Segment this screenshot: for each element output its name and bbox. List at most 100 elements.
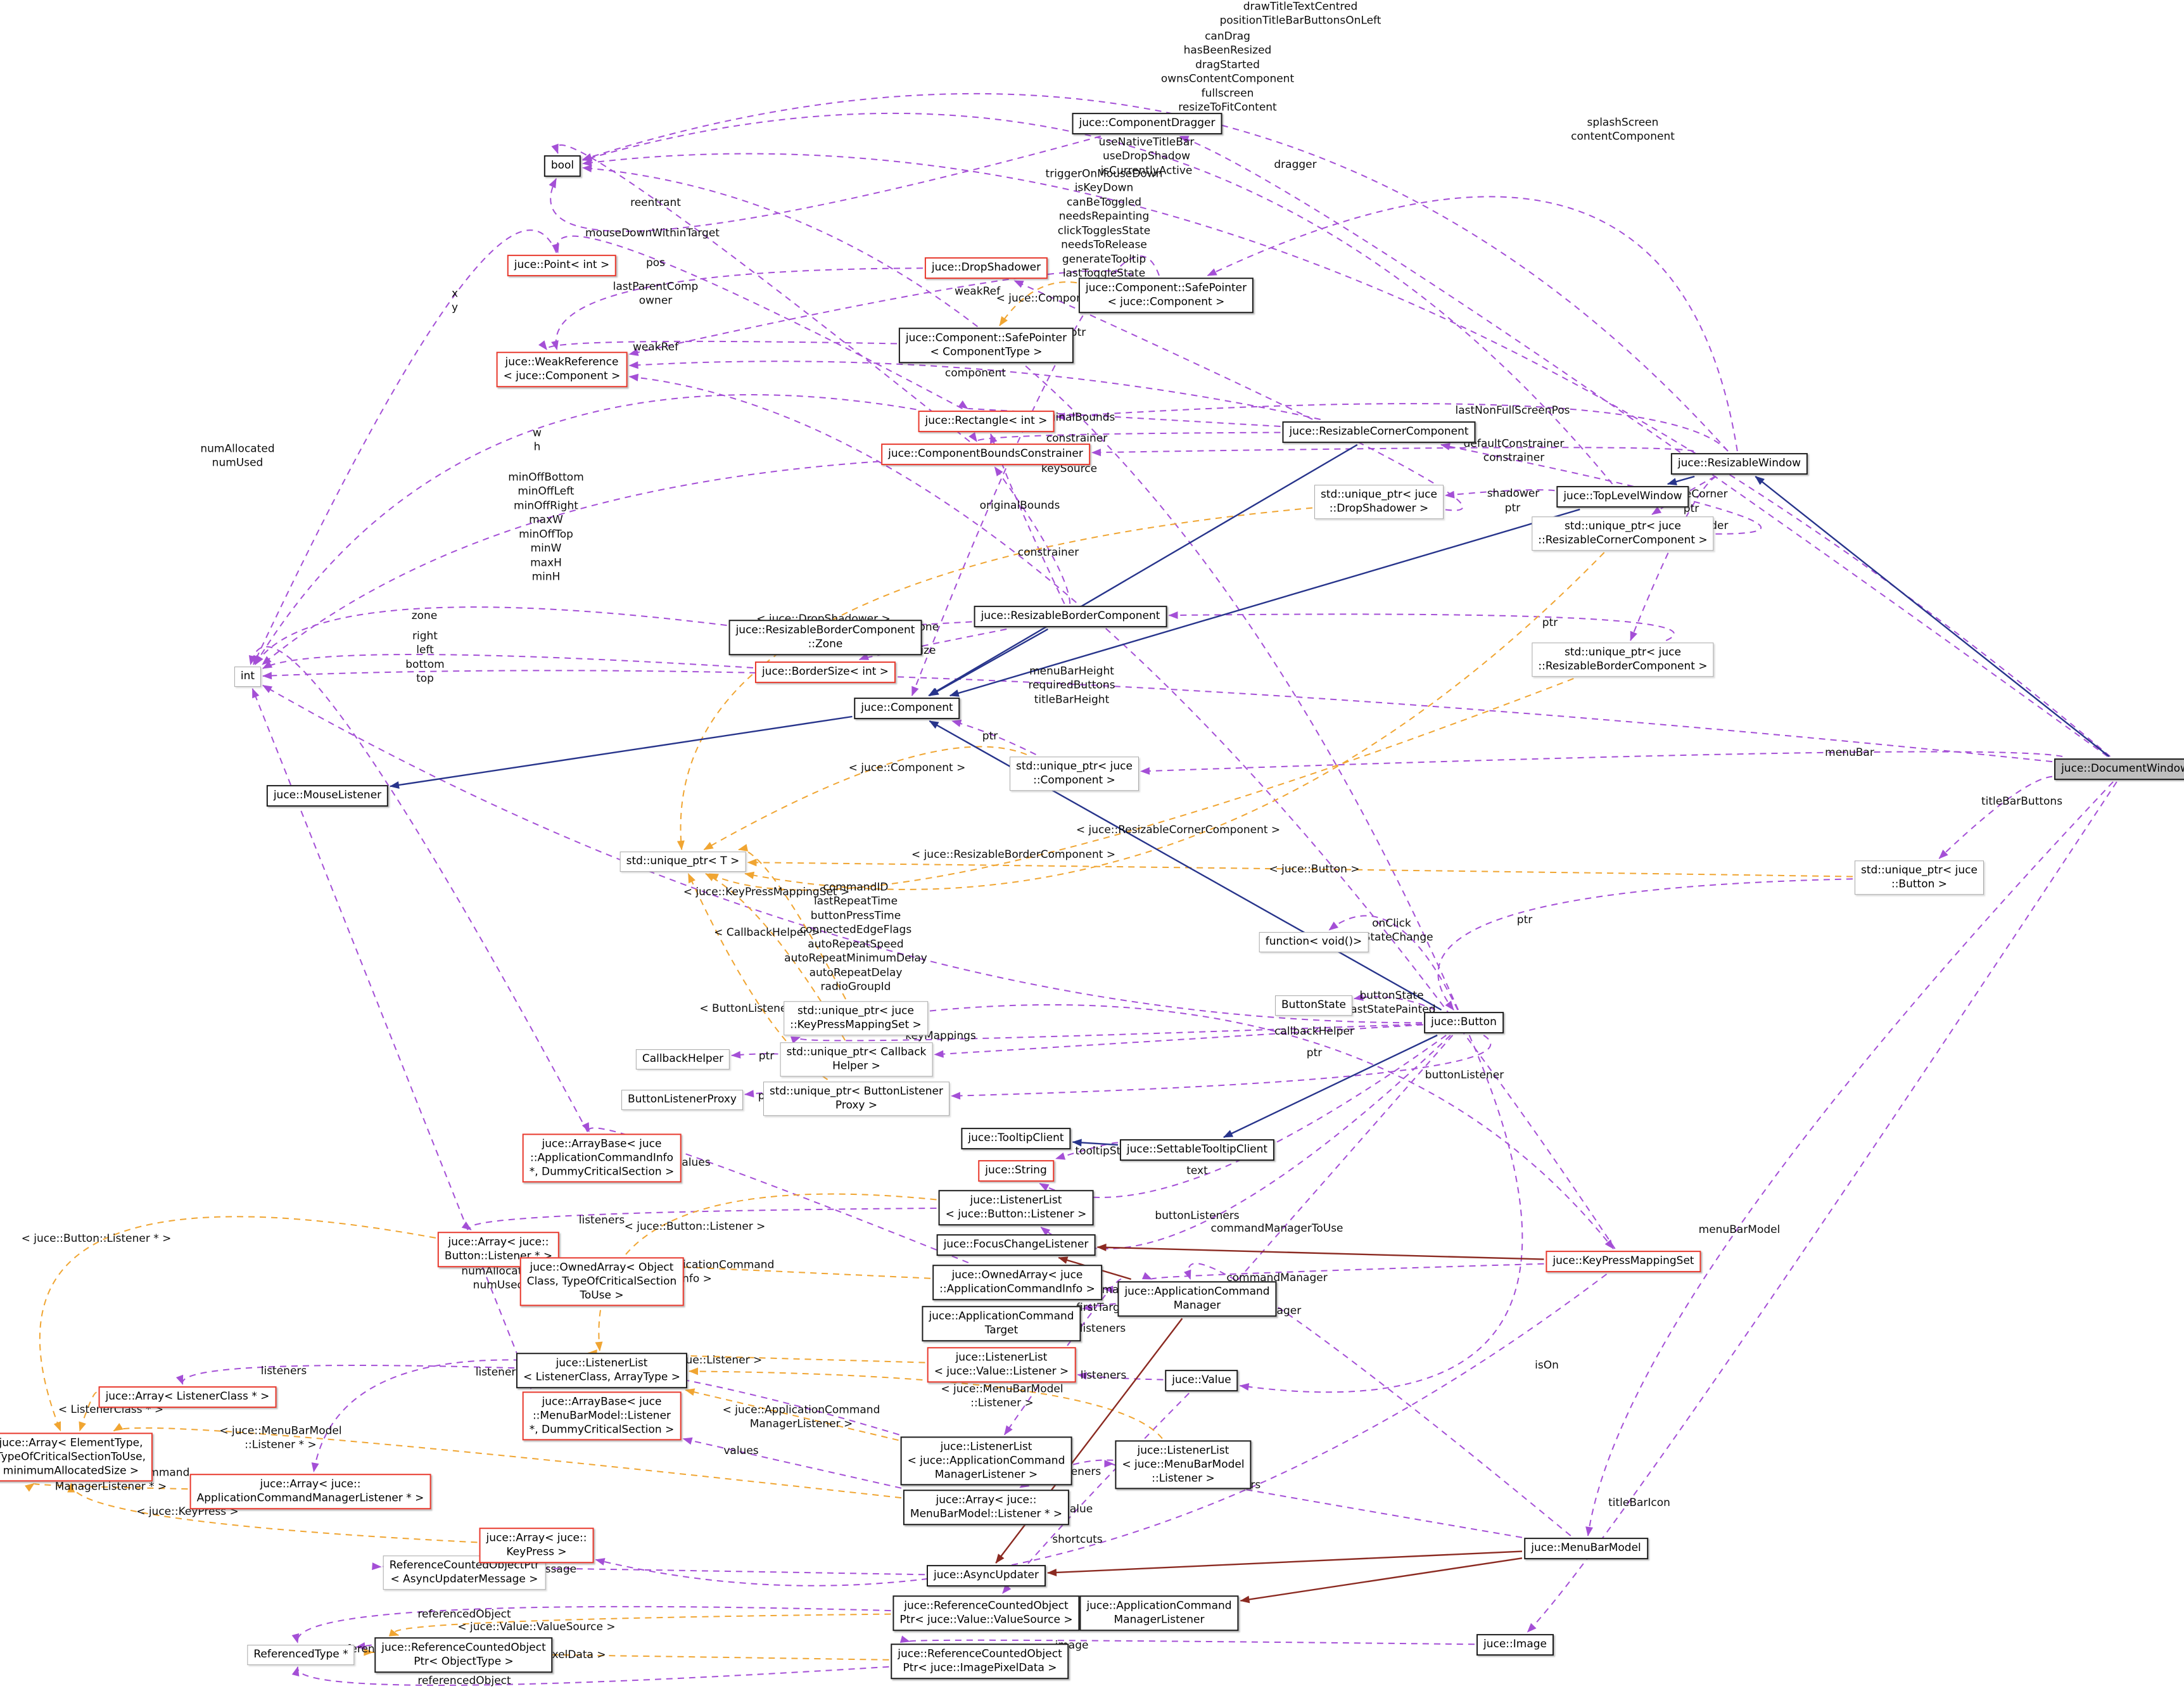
class-node-resizable_corner[interactable]: juce::ResizableCornerComponent: [1282, 421, 1476, 443]
class-node-component[interactable]: juce::Component: [854, 698, 960, 719]
class-node-ll_acml[interactable]: juce::ListenerList < juce::ApplicationCo…: [900, 1436, 1072, 1486]
edge-label: defaultConstrainer constrainer: [1463, 437, 1565, 464]
class-node-uptr_button[interactable]: std::unique_ptr< juce ::Button >: [1855, 860, 1984, 895]
edge-label: titleBarButtons: [1981, 794, 2063, 808]
class-node-uptr_border[interactable]: std::unique_ptr< juce ::ResizableBorderC…: [1532, 642, 1714, 677]
class-node-uptr_kpms[interactable]: std::unique_ptr< juce ::KeyPressMappingS…: [784, 1001, 928, 1035]
edge-button-to-value: [1239, 1035, 1523, 1393]
edge-uptr_dropshadower-to-drop_shadower: [1013, 280, 1464, 511]
edge-ll_button_listener-to-array_button_listener: [461, 1208, 937, 1230]
class-node-kpms[interactable]: juce::KeyPressMappingSet: [1546, 1251, 1701, 1272]
edge-resizable_corner-to-component: [928, 443, 1358, 697]
edge-label: constrainer: [1046, 431, 1108, 445]
edge-resizable_corner-to-bounds_constrainer: [968, 431, 1281, 442]
class-node-ll_value_listener[interactable]: juce::ListenerList < juce::Value::Listen…: [927, 1347, 1076, 1382]
class-node-image[interactable]: juce::Image: [1476, 1634, 1554, 1656]
class-node-rbc_zone[interactable]: juce::ResizableBorderComponent ::Zone: [728, 620, 922, 655]
edge-top_level_window-to-bool: [582, 113, 1613, 485]
class-node-array_acml[interactable]: juce::Array< juce:: ApplicationCommandMa…: [189, 1474, 431, 1509]
class-node-rectangle_int[interactable]: juce::Rectangle< int >: [918, 411, 1055, 432]
class-node-acml_node[interactable]: juce::ApplicationCommand ManagerListener: [1079, 1595, 1239, 1631]
edge-label: listeners: [1079, 1322, 1126, 1335]
edge-label: canDrag hasBeenResized dragStarted ownsC…: [1160, 30, 1295, 114]
class-node-owned_array_aci[interactable]: juce::OwnedArray< juce ::ApplicationComm…: [932, 1265, 1102, 1300]
class-node-arraybase_mbml[interactable]: juce::ArrayBase< juce ::MenuBarModel::Li…: [522, 1391, 682, 1441]
edge-component-to-mouse_listener: [390, 715, 853, 789]
class-node-bool[interactable]: bool: [543, 155, 581, 177]
class-node-arraybase_aci[interactable]: juce::ArrayBase< juce ::ApplicationComma…: [522, 1133, 682, 1183]
class-node-bounds_constrainer[interactable]: juce::ComponentBoundsConstrainer: [881, 443, 1090, 465]
class-node-owned_array_tpl[interactable]: juce::OwnedArray< Object Class, TypeOfCr…: [519, 1257, 684, 1306]
class-node-callback_helper[interactable]: CallbackHelper: [635, 1049, 730, 1069]
class-node-array_listenerclass[interactable]: juce::Array< ListenerClass * >: [98, 1386, 277, 1408]
class-node-document_window[interactable]: juce::DocumentWindow: [2054, 758, 2184, 780]
edge-safeptr_componenttype-to-weakref: [538, 340, 898, 350]
edge-uptr_border-to-uptr_t: [708, 678, 1574, 891]
class-node-safeptr_component[interactable]: juce::Component::SafePointer < juce::Com…: [1078, 278, 1254, 313]
class-node-function_void[interactable]: function< void()>: [1259, 932, 1369, 952]
edge-kpms-to-focus_change_listener: [1096, 1243, 1544, 1260]
class-node-safeptr_componenttype[interactable]: juce::Component::SafePointer < Component…: [898, 328, 1074, 363]
edge-button-to-function_void: [1328, 915, 1459, 1011]
class-node-string[interactable]: juce::String: [978, 1160, 1054, 1182]
edge-label: < juce::MenuBarModel ::Listener * >: [219, 1424, 342, 1452]
class-node-uptr_corner[interactable]: std::unique_ptr< juce ::ResizableCornerC…: [1532, 516, 1714, 551]
class-node-button_state[interactable]: ButtonState: [1275, 995, 1352, 1016]
class-node-border_size[interactable]: juce::BorderSize< int >: [754, 661, 896, 683]
edge-settable_tooltip-to-tooltip_client: [1072, 1139, 1119, 1147]
class-node-array_elementtype[interactable]: juce::Array< ElementType, TypeOfCritical…: [0, 1433, 153, 1482]
class-node-tooltip_client[interactable]: juce::TooltipClient: [961, 1128, 1071, 1149]
class-node-uptr_t[interactable]: std::unique_ptr< T >: [619, 852, 746, 872]
edge-label: ptr: [1070, 326, 1086, 339]
class-node-point_int[interactable]: juce::Point< int >: [507, 255, 617, 276]
edge-label: commandManagerToUse: [1210, 1222, 1343, 1235]
class-node-array_keypress[interactable]: juce::Array< juce:: KeyPress >: [479, 1528, 594, 1563]
edge-uptr_cbh-to-callback_helper: [731, 1050, 778, 1059]
edge-button-to-int_node: [262, 684, 1423, 1024]
class-node-blproxy[interactable]: ButtonListenerProxy: [621, 1090, 743, 1110]
class-node-uptr_cbh[interactable]: std::unique_ptr< Callback Helper >: [780, 1042, 933, 1076]
class-node-value[interactable]: juce::Value: [1165, 1370, 1238, 1391]
edge-label: zone: [411, 609, 438, 622]
edge-label: menuBarModel: [1698, 1223, 1781, 1236]
class-node-acm[interactable]: juce::ApplicationCommand Manager: [1117, 1281, 1277, 1317]
class-node-weakref[interactable]: juce::WeakReference < juce::Component >: [496, 352, 628, 387]
class-node-menu_bar_model[interactable]: juce::MenuBarModel: [1524, 1538, 1648, 1559]
class-node-uptr_component[interactable]: std::unique_ptr< juce ::Component >: [1010, 756, 1139, 791]
class-node-mouse_listener[interactable]: juce::MouseListener: [266, 785, 389, 807]
class-node-rcop_ipd[interactable]: juce::ReferenceCountedObject Ptr< juce::…: [891, 1643, 1069, 1679]
class-node-resizable_border[interactable]: juce::ResizableBorderComponent: [974, 606, 1167, 627]
class-node-component_dragger[interactable]: juce::ComponentDragger: [1072, 113, 1222, 134]
class-node-drop_shadower[interactable]: juce::DropShadower: [924, 257, 1048, 279]
edge-ll_template-to-array_listenerclass: [175, 1365, 515, 1385]
class-node-async_updater[interactable]: juce::AsyncUpdater: [927, 1565, 1046, 1586]
edge-arraybase_aci-to-int_node: [248, 646, 588, 1132]
class-node-int_node[interactable]: int: [234, 667, 262, 687]
class-node-top_level_window[interactable]: juce::TopLevelWindow: [1556, 486, 1689, 507]
class-node-rcop_valuesource[interactable]: juce::ReferenceCountedObject Ptr< juce::…: [892, 1595, 1080, 1631]
edge-label: weakRef: [632, 340, 679, 354]
class-node-rcop_objecttype[interactable]: juce::ReferenceCountedObject Ptr< Object…: [374, 1637, 553, 1673]
edge-label: isOn: [1535, 1358, 1559, 1372]
edge-button-to-settable_tooltip: [1222, 1034, 1438, 1139]
edge-uptr_component-to-component: [951, 720, 1036, 755]
edge-rcop_ipd-to-referenced_type: [291, 1666, 889, 1686]
edge-button-to-bool: [582, 165, 1459, 1011]
class-node-focus_change_listener[interactable]: juce::FocusChangeListener: [936, 1234, 1096, 1256]
class-node-array_mbml[interactable]: juce::Array< juce:: MenuBarModel::Listen…: [903, 1490, 1070, 1525]
class-node-button[interactable]: juce::Button: [1424, 1012, 1504, 1033]
class-node-settable_tooltip[interactable]: juce::SettableTooltipClient: [1119, 1139, 1275, 1161]
edge-button-to-uptr_kpms: [790, 1023, 1423, 1044]
edge-rectangle_int-to-int_node: [254, 394, 917, 665]
class-node-uptr_blp[interactable]: std::unique_ptr< ButtonListener Proxy >: [763, 1082, 950, 1116]
class-node-ll_template[interactable]: juce::ListenerList < ListenerClass, Arra…: [516, 1353, 688, 1388]
edge-button-to-uptr_cbh: [934, 1021, 1469, 1058]
class-node-act[interactable]: juce::ApplicationCommand Target: [922, 1306, 1081, 1341]
class-node-ll_mbml[interactable]: juce::ListenerList < juce::MenuBarModel …: [1115, 1440, 1252, 1490]
class-node-referenced_type[interactable]: ReferencedType *: [247, 1645, 355, 1665]
class-node-uptr_dropshadower[interactable]: std::unique_ptr< juce ::DropShadower >: [1314, 485, 1444, 519]
edge-border_size-to-int_node: [262, 654, 754, 669]
class-node-resizable_window[interactable]: juce::ResizableWindow: [1670, 453, 1808, 475]
class-node-ll_button_listener[interactable]: juce::ListenerList < juce::Button::Liste…: [938, 1190, 1094, 1225]
edge-label: drawTitleTextCentred positionTitleBarBut…: [1219, 0, 1381, 27]
